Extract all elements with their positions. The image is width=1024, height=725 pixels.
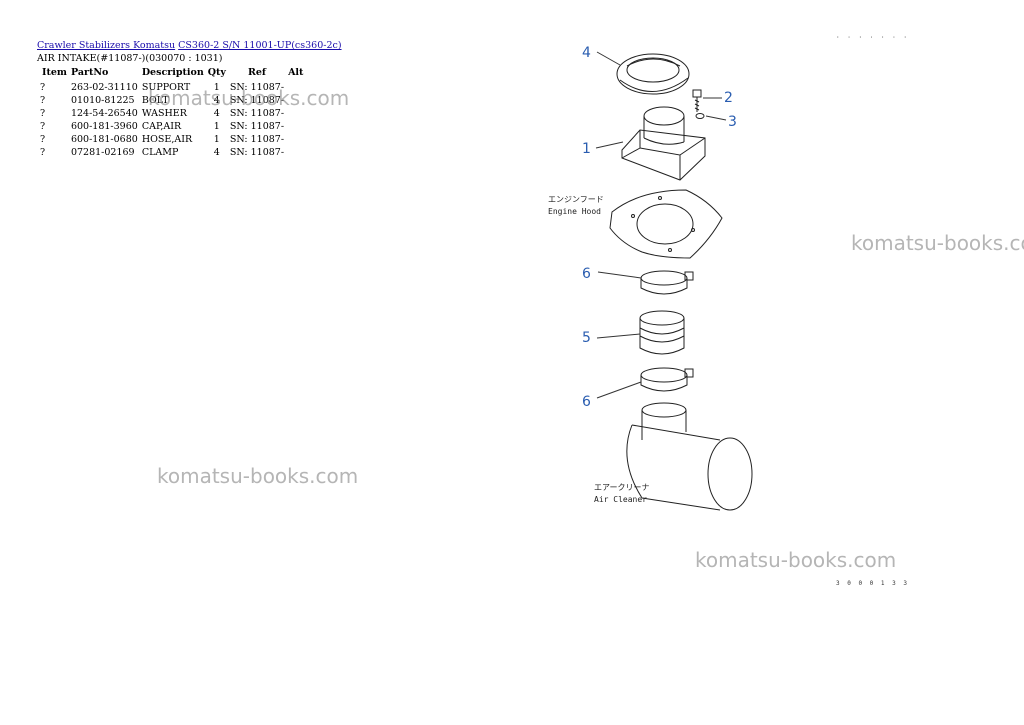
cell-qty: 4 [213, 147, 220, 158]
air-cleaner-drawing [626, 402, 753, 511]
callout-4: 4 [582, 45, 591, 61]
cell-description: BOLT [141, 95, 169, 106]
cell-description: HOSE,AIR [141, 134, 193, 145]
cell-qty: 4 [213, 108, 220, 119]
callout-2: 2 [724, 90, 733, 106]
air-cleaner-jp-label: エアークリーナ [594, 483, 650, 492]
table-row: ? 01010-81225 BOLT 4 SN: 11087- [38, 94, 310, 107]
cell-alt [286, 107, 310, 120]
cell-description: CLAMP [141, 147, 179, 158]
cell-alt [286, 94, 310, 107]
cell-ref: SN: 11087- [229, 147, 285, 158]
cell-partno: 07281-02169 [70, 147, 135, 158]
callout-5: 5 [582, 330, 591, 346]
parts-table: Item PartNo Description Qty Ref Alt ? 26… [38, 66, 310, 159]
breadcrumb-link-category[interactable]: Crawler Stabilizers Komatsu [37, 40, 176, 51]
breadcrumb-link-model[interactable]: CS360-2 S/N 11001-UP(cs360-2c) [178, 40, 342, 51]
table-row: ? 07281-02169 CLAMP 4 SN: 11087- [38, 146, 310, 159]
drawing-code-bottom: 3 0 0 0 1 3 3 [836, 580, 909, 587]
cell-partno: 124-54-26540 [70, 108, 138, 119]
cell-description: CAP,AIR [141, 121, 182, 132]
cell-description: SUPPORT [141, 82, 191, 93]
cell-ref: SN: 11087- [229, 108, 285, 119]
cell-partno: 600-181-0680 [70, 134, 138, 145]
engine-hood-jp-label: エンジンフード [548, 195, 604, 204]
hose-drawing [639, 310, 685, 355]
table-row: ? 600-181-0680 HOSE,AIR 1 SN: 11087- [38, 133, 310, 146]
air-cap-drawing [616, 53, 690, 95]
col-header-alt: Alt [288, 67, 304, 78]
cell-item: ? [40, 134, 46, 145]
cell-alt [286, 146, 310, 159]
callout-3: 3 [728, 114, 737, 130]
cell-qty: 1 [213, 134, 220, 145]
cell-alt [286, 133, 310, 146]
cell-item: ? [40, 121, 46, 132]
col-header-qty: Qty [207, 67, 226, 78]
callout-6-lower: 6 [582, 394, 591, 410]
callout-1: 1 [582, 141, 591, 157]
cell-item: ? [40, 82, 46, 93]
cell-qty: 1 [213, 82, 220, 93]
bolt-drawing [692, 89, 702, 112]
cell-item: ? [40, 95, 46, 106]
clamp-upper-drawing [640, 270, 694, 295]
table-row: ? 600-181-3960 CAP,AIR 1 SN: 11087- [38, 120, 310, 133]
cell-partno: 01010-81225 [70, 95, 135, 106]
air-cleaner-en-label: Air Cleaner [594, 495, 647, 504]
cell-qty: 1 [213, 121, 220, 132]
cell-alt [286, 81, 310, 94]
page-title: AIR INTAKE(#11087-)(030070 : 1031) [37, 53, 223, 64]
cell-ref: SN: 11087- [229, 95, 285, 106]
cell-qty: 4 [213, 95, 220, 106]
support-drawing [621, 106, 706, 181]
col-header-description: Description [141, 67, 204, 78]
clamp-lower-drawing [640, 367, 694, 392]
cell-description: WASHER [141, 108, 187, 119]
engine-hood-en-label: Engine Hood [548, 207, 601, 216]
drawing-code-top: · · · · · · · [836, 34, 909, 41]
col-header-item: Item [42, 67, 67, 78]
washer-drawing [695, 113, 705, 119]
cell-ref: SN: 11087- [229, 121, 285, 132]
table-row: ? 124-54-26540 WASHER 4 SN: 11087- [38, 107, 310, 120]
cell-item: ? [40, 108, 46, 119]
leader-lines [595, 51, 727, 399]
table-row: ? 263-02-31110 SUPPORT 1 SN: 11087- [38, 81, 310, 94]
table-header-row: Item PartNo Description Qty Ref Alt [38, 66, 310, 81]
parts-diagram: 4 2 3 1 6 5 6 エンジンフード Engine Hood エアークリー… [548, 45, 753, 511]
cell-partno: 263-02-31110 [70, 82, 138, 93]
cell-item: ? [40, 147, 46, 158]
watermark-3: komatsu-books.com [157, 464, 359, 488]
breadcrumb: Crawler Stabilizers Komatsu CS360-2 S/N … [37, 40, 342, 51]
cell-ref: SN: 11087- [229, 82, 285, 93]
engine-hood-drawing [609, 189, 723, 259]
cell-ref: SN: 11087- [229, 134, 285, 145]
col-header-partno: PartNo [70, 67, 109, 78]
col-header-ref: Ref [247, 67, 266, 78]
callout-6-upper: 6 [582, 266, 591, 282]
watermark-2: komatsu-books.com [851, 231, 1024, 255]
cell-partno: 600-181-3960 [70, 121, 138, 132]
cell-alt [286, 120, 310, 133]
